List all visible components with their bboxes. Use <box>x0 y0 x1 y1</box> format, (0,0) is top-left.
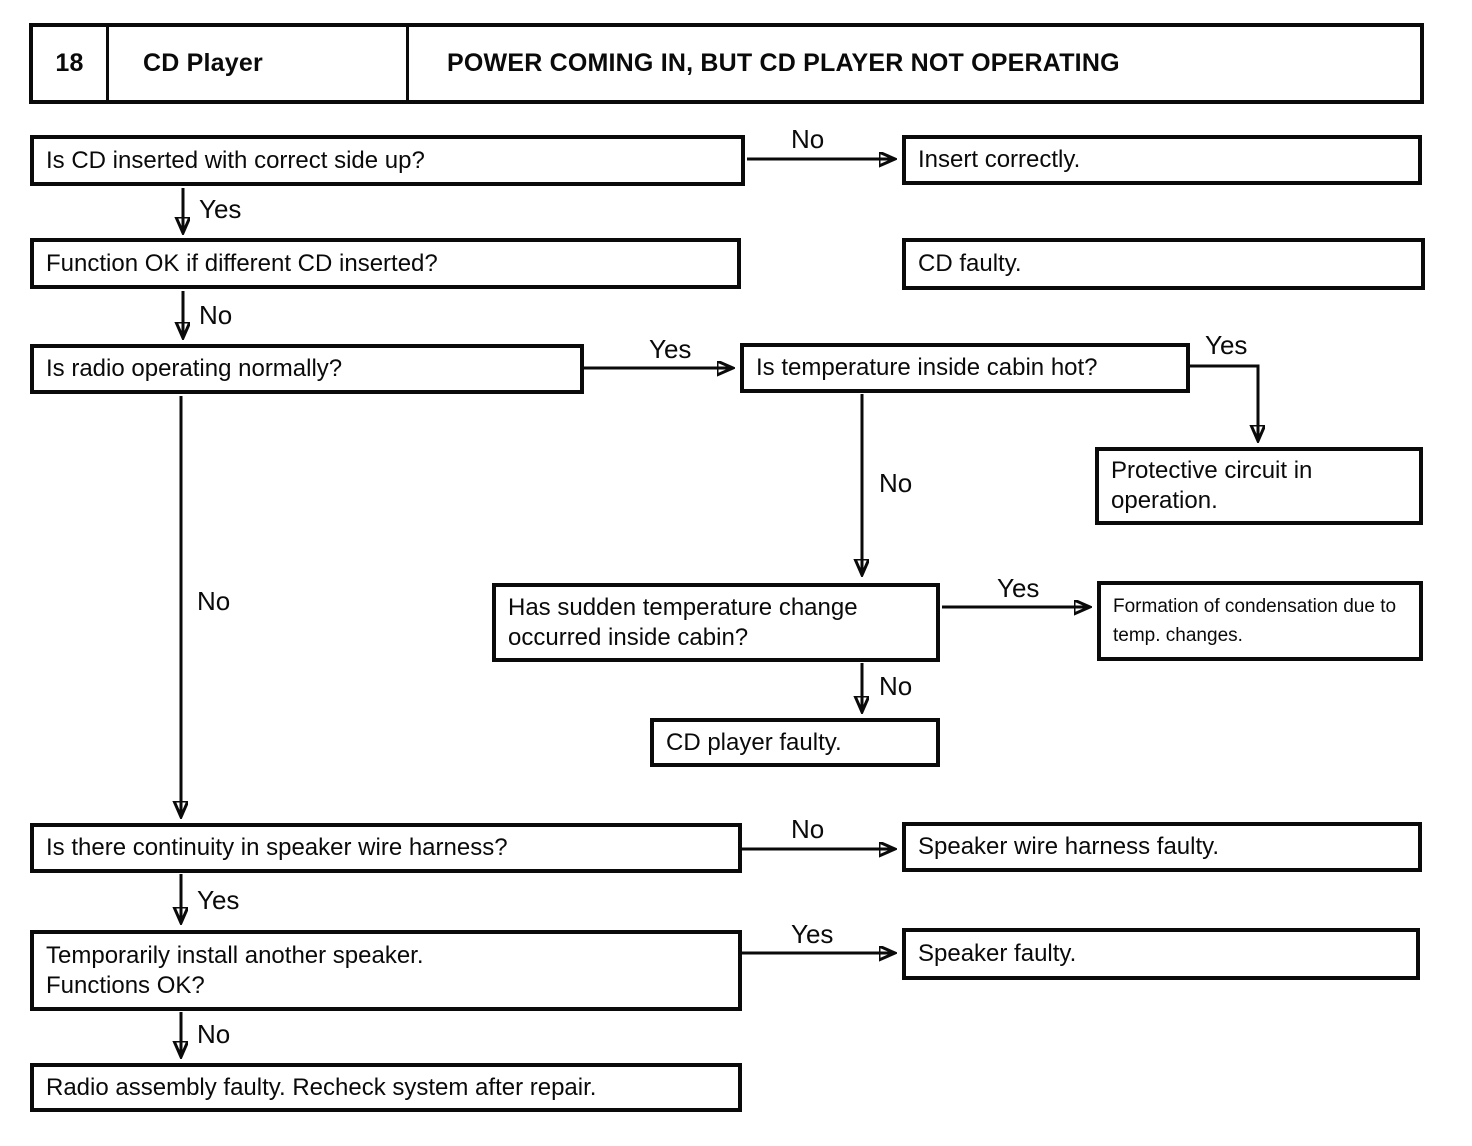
node-is-radio-operating: Is radio operating normally? <box>30 344 584 394</box>
arrow-cabin-hot-yes-elbow-down <box>1190 364 1258 440</box>
node-is-cabin-hot: Is temperature inside cabin hot? <box>740 343 1190 393</box>
edge-label-yes: Yes <box>994 574 1043 603</box>
node-install-another-speaker: Temporarily install another speaker. Fun… <box>30 930 742 1011</box>
node-cd-player-faulty: CD player faulty. <box>650 718 940 767</box>
node-insert-correctly: Insert correctly. <box>902 135 1422 185</box>
header: 18 CD Player POWER COMING IN, BUT CD PLA… <box>29 23 1424 104</box>
edge-label-no: No <box>194 587 234 616</box>
header-system-name: CD Player <box>109 27 409 100</box>
edge-label-no: No <box>876 469 916 498</box>
node-speaker-faulty: Speaker faulty. <box>902 928 1420 980</box>
node-condensation: Formation of condensation due to temp. c… <box>1097 581 1423 661</box>
edge-label-yes: Yes <box>1202 331 1251 360</box>
edge-label-yes: Yes <box>194 886 243 915</box>
edge-label-no: No <box>194 1020 234 1049</box>
node-cd-faulty: CD faulty. <box>902 238 1425 290</box>
header-chart-number: 18 <box>33 27 109 100</box>
node-speaker-continuity: Is there continuity in speaker wire harn… <box>30 823 742 873</box>
node-radio-assembly-faulty: Radio assembly faulty. Recheck system af… <box>30 1063 742 1112</box>
edge-label-yes: Yes <box>788 920 837 949</box>
node-protective-circuit: Protective circuit in operation. <box>1095 447 1423 525</box>
edge-label-yes: Yes <box>646 335 695 364</box>
node-speaker-harness-faulty: Speaker wire harness faulty. <box>902 822 1422 872</box>
node-function-different-cd: Function OK if different CD inserted? <box>30 238 741 289</box>
edge-label-no: No <box>196 301 236 330</box>
header-symptom-title: POWER COMING IN, BUT CD PLAYER NOT OPERA… <box>447 49 1120 77</box>
node-is-cd-inserted: Is CD inserted with correct side up? <box>30 135 745 186</box>
edge-label-no: No <box>876 672 916 701</box>
edge-label-no: No <box>788 125 828 154</box>
edge-label-no: No <box>788 815 828 844</box>
node-sudden-temp-change: Has sudden temperature change occurred i… <box>492 583 940 662</box>
edge-label-yes: Yes <box>196 195 245 224</box>
